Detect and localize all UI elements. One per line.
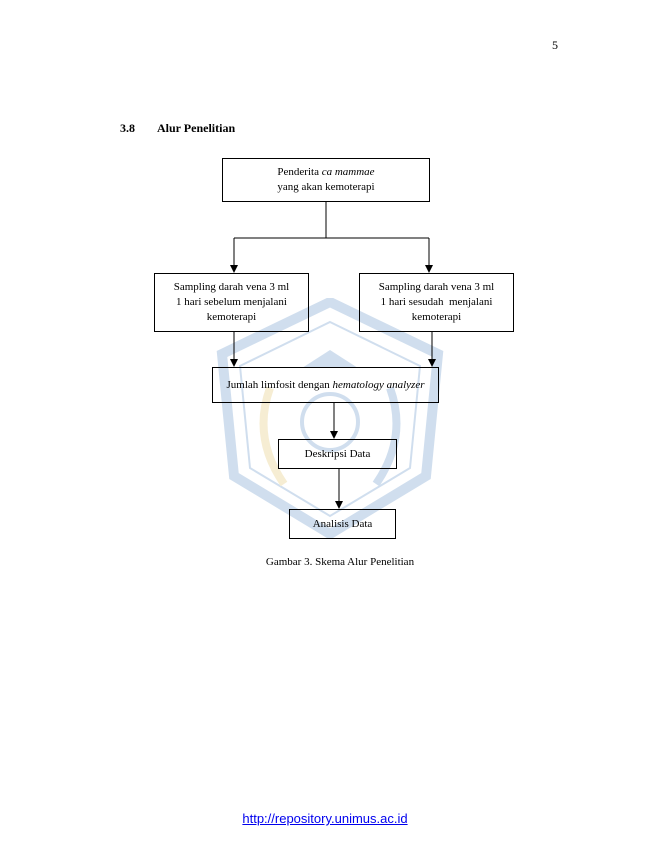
flow-box-data-analysis: Analisis Data — [289, 509, 396, 539]
patients-label: Penderita — [277, 166, 322, 178]
sampling-before-line1: Sampling darah vena 3 ml — [173, 281, 290, 293]
sampling-after-line2: 1 hari sesudah menjalani — [380, 296, 493, 308]
section-heading: 3.8 Alur Penelitian — [120, 121, 235, 136]
flow-box-sampling-before: Sampling darah vena 3 ml 1 hari sebelum … — [154, 273, 309, 332]
sampling-after-line1: Sampling darah vena 3 ml — [378, 281, 495, 293]
lymphocyte-count-instrument: hematology analyzer — [332, 378, 425, 391]
flow-box-data-description: Deskripsi Data — [278, 439, 397, 469]
flow-box-patients: Penderita ca mammae yang akan kemoterapi — [222, 158, 430, 202]
sampling-before-line2: 1 hari sebelum menjalani — [176, 296, 287, 308]
patients-diagnosis: ca mammae — [321, 166, 375, 178]
section-title: Alur Penelitian — [157, 121, 236, 135]
data-analysis-label: Analisis Data — [312, 517, 373, 530]
section-number: 3.8 — [120, 121, 135, 135]
sampling-before-line3: kemoterapi — [206, 311, 257, 323]
figure-caption: Gambar 3. Skema Alur Penelitian — [265, 556, 415, 568]
page-number: 5 — [552, 38, 558, 52]
patients-label-line2: yang akan kemoterapi — [277, 181, 375, 193]
data-description-label: Deskripsi Data — [304, 447, 371, 460]
lymphocyte-count-label: Jumlah limfosit dengan — [226, 378, 333, 391]
flow-box-sampling-after: Sampling darah vena 3 ml 1 hari sesudah … — [359, 273, 514, 332]
university-seal-watermark — [216, 298, 444, 538]
flow-box-lymphocyte-count: Jumlah limfosit dengan hematology analyz… — [212, 367, 439, 403]
repository-link[interactable]: http://repository.unimus.ac.id — [242, 811, 408, 826]
sampling-after-line3: kemoterapi — [411, 311, 462, 323]
